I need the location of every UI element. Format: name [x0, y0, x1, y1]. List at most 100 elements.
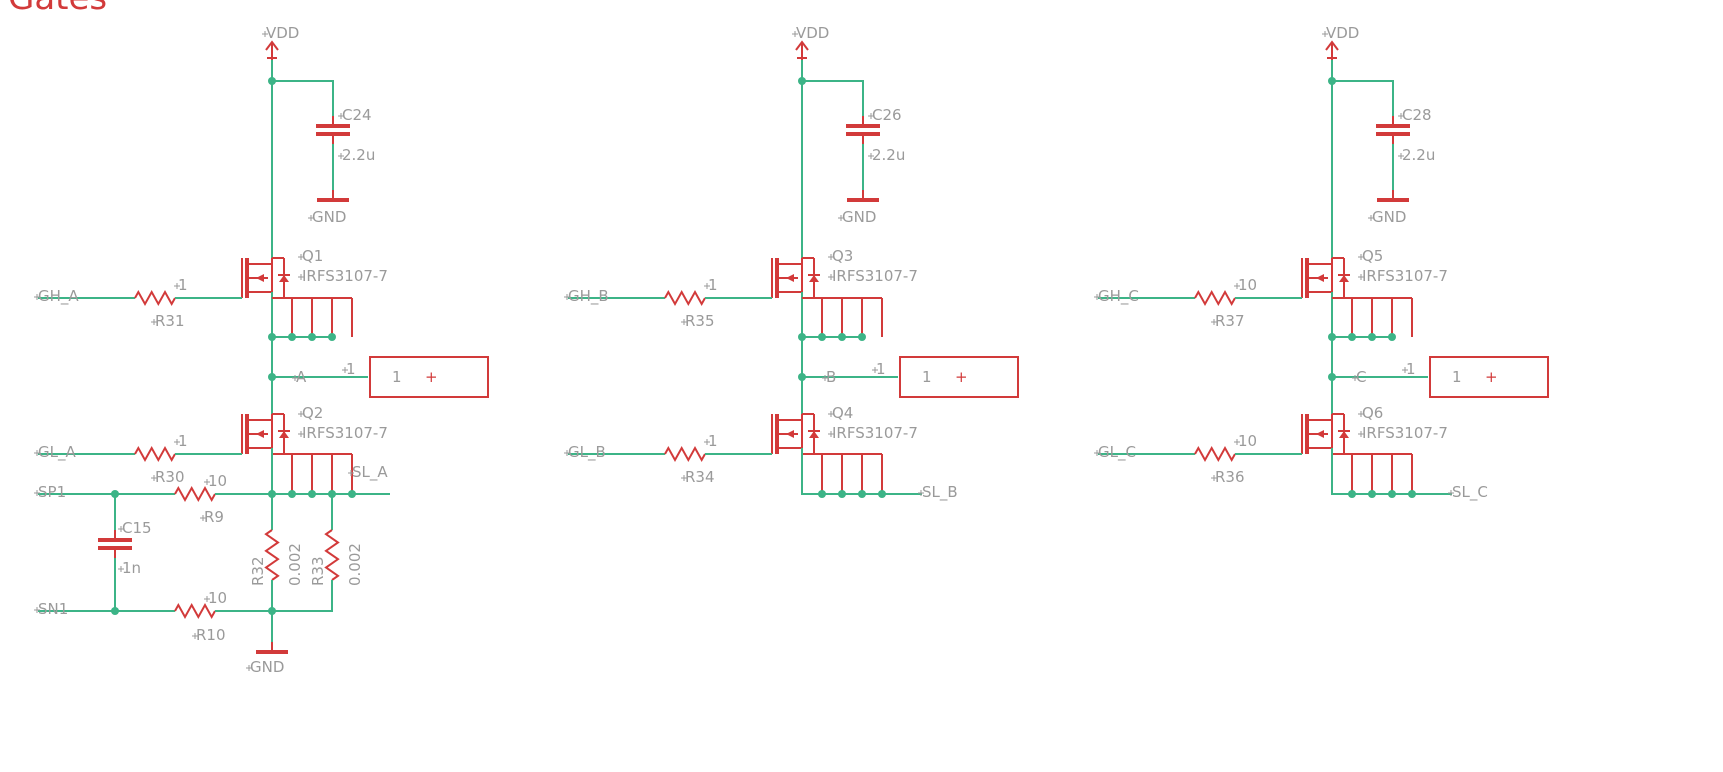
gate-resistor-low — [664, 445, 706, 463]
resistor-r10 — [174, 602, 216, 620]
source-pins-high — [272, 297, 353, 337]
vdd-symbol — [795, 40, 809, 60]
source-pins-high — [1332, 297, 1413, 337]
q-low-name-group: Q2 — [298, 404, 323, 422]
r10-name-group: R10 — [192, 626, 226, 644]
q-high-part-group: IRFS3107-7 — [1358, 267, 1448, 285]
shunt-r32 — [264, 529, 280, 581]
phase-connector: 1+ — [899, 356, 1019, 398]
sp-net-label: SP1 — [38, 483, 66, 501]
r33-bottom-wire — [272, 580, 333, 612]
sheet-title: Gates — [8, 0, 107, 18]
gh-net-label-group: GH_B — [564, 287, 609, 306]
q-low-part-group: IRFS3107-7 — [298, 424, 388, 442]
junction-dot — [1368, 490, 1376, 498]
gnd-label-top-group: GND — [1368, 208, 1406, 226]
vdd-symbol — [265, 40, 279, 60]
c15-name-group: C15 — [118, 519, 152, 537]
vdd-label: VDD — [266, 24, 299, 42]
c15-name: C15 — [122, 519, 152, 537]
cap-name: C28 — [1402, 106, 1432, 124]
gl-net-label-group: GL_C — [1094, 443, 1136, 462]
vdd-label: VDD — [1326, 24, 1359, 42]
gl-net-label: GL_C — [1098, 443, 1136, 462]
gnd-label-bottom: GND — [250, 658, 284, 676]
resistor-body — [174, 485, 216, 503]
gh-net-label: GH_A — [38, 287, 79, 306]
rl-name-group: R30 — [151, 468, 185, 486]
connector-number: 1 — [1452, 368, 1462, 386]
rl-name: R30 — [155, 468, 185, 486]
cap-name-group: C24 — [338, 106, 372, 124]
rh-value: 10 — [1238, 276, 1257, 294]
gh-net-label: GH_C — [1098, 287, 1139, 306]
rl-value: 10 — [1238, 432, 1257, 450]
rl-value-group: 1 — [704, 432, 718, 450]
resistor-body — [174, 602, 216, 620]
rh-name-group: R31 — [151, 312, 185, 330]
mosfet-low — [771, 413, 820, 455]
q-high-name-group: Q3 — [828, 247, 853, 265]
conn-pin-label: 1 — [876, 360, 886, 378]
rl-value-group: 1 — [174, 432, 188, 450]
junction-dot — [1388, 490, 1396, 498]
gnd-symbol-bottom — [256, 642, 288, 654]
rh-value-group: 1 — [174, 276, 188, 294]
diode-triangle — [809, 431, 819, 438]
mosfet-high — [771, 257, 820, 299]
gnd-label-top: GND — [1372, 208, 1406, 226]
junction-dot — [1388, 333, 1396, 341]
rl-value: 1 — [178, 432, 188, 450]
cap-value: 2.2u — [1402, 146, 1435, 164]
connector-number: 1 — [392, 368, 402, 386]
junction-dot — [1348, 333, 1356, 341]
resistor-body — [134, 445, 176, 463]
body-arrow — [1316, 430, 1324, 438]
junction-dot — [1368, 333, 1376, 341]
gl-net-label: GL_A — [38, 443, 76, 462]
connector-box — [1429, 356, 1549, 398]
junction-dot — [1348, 490, 1356, 498]
r32-name: R32 — [249, 556, 267, 586]
shunt-r33 — [324, 529, 340, 581]
r33-value: 0.002 — [346, 543, 364, 586]
gate-resistor-low — [134, 445, 176, 463]
gate-resistor-high — [664, 289, 706, 307]
vdd-label-group: VDD — [262, 24, 299, 42]
junction-dot — [1408, 490, 1416, 498]
r10-value-group: 10 — [204, 589, 227, 607]
junction-dot — [348, 490, 356, 498]
junction-dot — [838, 333, 846, 341]
rl-name-group: R34 — [681, 468, 715, 486]
junction-dot — [878, 490, 886, 498]
mosfet-low — [241, 413, 290, 455]
gnd-label-bottom-group: GND — [246, 658, 284, 676]
connector-box — [899, 356, 1019, 398]
body-arrow — [1316, 274, 1324, 282]
junction-dot — [288, 333, 296, 341]
sl-net-label-group: SL_A — [348, 463, 388, 482]
rl-name-group: R36 — [1211, 468, 1245, 486]
r33-name: R33 — [309, 556, 327, 586]
gnd-symbol-top — [1377, 190, 1409, 202]
cap-value-group: 2.2u — [338, 146, 375, 164]
vdd-wire — [1331, 60, 1394, 116]
resistor-body — [134, 289, 176, 307]
gl-net-label-group: GL_A — [34, 443, 76, 462]
r9-value: 10 — [208, 472, 227, 490]
q-high-part-group: IRFS3107-7 — [298, 267, 388, 285]
q-low-part: IRFS3107-7 — [1362, 424, 1448, 442]
cap-value: 2.2u — [342, 146, 375, 164]
junction-dot — [308, 490, 316, 498]
sl-net-label-group: SL_B — [918, 483, 958, 502]
phase-net-label: C — [1356, 368, 1366, 386]
r10-value: 10 — [208, 589, 227, 607]
rh-value: 1 — [708, 276, 718, 294]
q-high-part: IRFS3107-7 — [832, 267, 918, 285]
phase-connector: 1+ — [1429, 356, 1549, 398]
diode-triangle — [279, 431, 289, 438]
phase-connector: 1+ — [369, 356, 489, 398]
body-arrow — [786, 274, 794, 282]
